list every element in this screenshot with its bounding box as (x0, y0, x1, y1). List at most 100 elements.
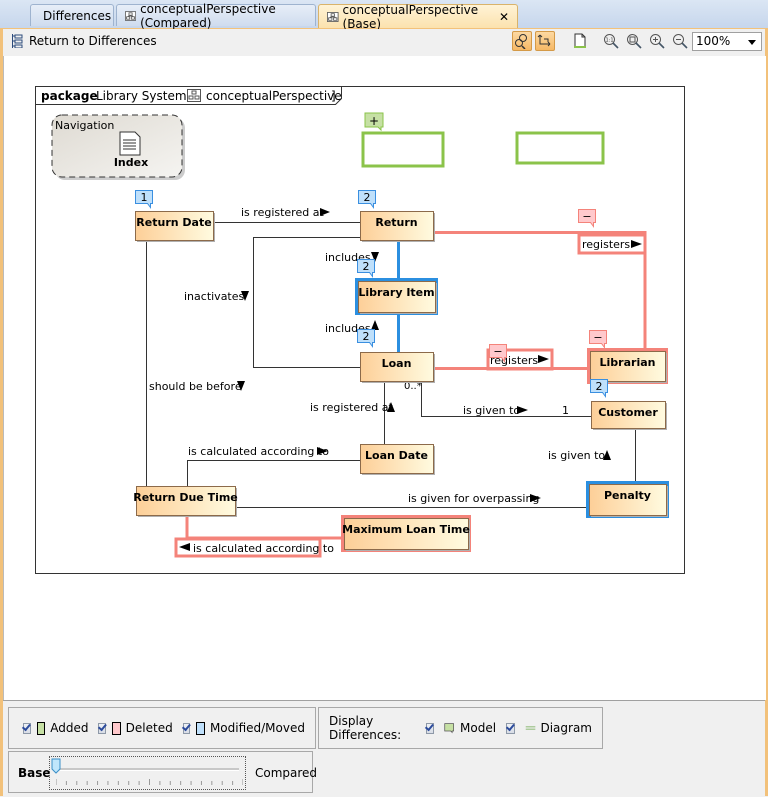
diagram-toolbar: Return to Differences 1:1 100% (3, 29, 765, 55)
class-maximum-loan-time[interactable]: Maximum Loan Time (342, 518, 470, 552)
class-return-due-time[interactable]: Return Due Time (133, 486, 238, 518)
direction-arrow-icon (371, 320, 379, 330)
diagram-checkbox[interactable] (506, 722, 515, 734)
display-differences-label: Display Differences: (329, 714, 402, 742)
tab-compared[interactable]: conceptualPerspective (Compared) (116, 2, 316, 30)
class-return[interactable]: Return (360, 211, 436, 243)
slider-thumb[interactable] (51, 758, 61, 774)
count-marker[interactable]: 1 (135, 190, 153, 209)
svg-text:−: − (582, 210, 591, 223)
tab-base[interactable]: conceptualPerspective (Base) ✕ (318, 2, 518, 31)
assoc-label: inactivates (184, 290, 245, 303)
class-name: Penalty (604, 489, 651, 502)
count-marker[interactable]: 2 (357, 259, 375, 278)
added-label: Added (50, 721, 89, 735)
direction-arrow-icon (603, 450, 611, 460)
assoc-label: is calculated according to (193, 542, 334, 555)
version-slider-group: Base Compared (8, 751, 317, 793)
multiplicity: 1 (562, 404, 569, 417)
class-loan-date[interactable]: Loan Date (360, 444, 436, 476)
frame-border-left (0, 28, 3, 796)
close-tab-icon[interactable]: ✕ (498, 9, 509, 24)
class-name: Customer (598, 406, 658, 419)
class-name: Library Item (358, 286, 434, 299)
svg-text:2: 2 (363, 330, 370, 343)
class-penalty[interactable]: Penalty (589, 484, 669, 518)
deleted-marker[interactable]: − (589, 330, 607, 349)
svg-text:+: + (369, 114, 379, 128)
navigation-index-link[interactable]: Index (114, 156, 148, 169)
return-to-differences-button[interactable]: Return to Differences (11, 34, 157, 48)
chevron-down-icon (748, 40, 756, 45)
added-shape[interactable] (515, 131, 605, 165)
editor-tab-bar: Differences conceptualPerspective (Compa… (0, 0, 768, 31)
deleted-marker[interactable]: − (489, 344, 507, 363)
class-librarian[interactable]: Librarian (590, 351, 668, 384)
class-name: Return (375, 216, 417, 229)
count-marker[interactable]: 2 (590, 379, 608, 398)
tab-label: Differences (43, 8, 112, 23)
legend-group: Added Deleted Modified/Moved (8, 707, 316, 749)
zoom-fit-button[interactable] (624, 31, 644, 51)
frame-diagram-name: conceptualPerspective (206, 89, 342, 103)
diagram-icon (327, 11, 339, 22)
association-labels: is registered at registers includes inac… (149, 206, 647, 558)
deleted-label-box (174, 537, 322, 558)
difference-markers: 1 2 2 2 2 − − − (135, 190, 608, 398)
direction-arrow-icon (317, 447, 328, 455)
assoc-label: is registered at (310, 401, 393, 414)
zoom-level-select[interactable]: 100% (692, 32, 762, 51)
model-checkbox[interactable] (425, 722, 435, 734)
class-name: Return Date (136, 216, 211, 229)
class-library-item[interactable]: Library Item (358, 281, 437, 315)
diagram-canvas[interactable]: package Library System [ conceptualPersp… (3, 56, 766, 700)
direction-arrow-icon (387, 402, 395, 412)
deleted-marker[interactable]: − (578, 209, 596, 228)
pan-button[interactable] (535, 31, 555, 51)
tab-label: conceptualPerspective (Compared) (140, 1, 276, 30)
compared-label: Compared (255, 766, 318, 780)
svg-text:2: 2 (364, 191, 371, 204)
frame-name: Library System [ (96, 89, 195, 103)
diagram-line-icon (525, 726, 535, 730)
svg-text:1:1: 1:1 (605, 38, 613, 44)
deleted-label: Deleted (125, 721, 173, 735)
zoom-in-button[interactable] (647, 31, 667, 51)
version-slider[interactable] (49, 756, 246, 790)
export-button[interactable] (570, 31, 590, 51)
added-checkbox[interactable] (23, 722, 31, 734)
navigate-icon (515, 34, 527, 49)
navigation-panel[interactable]: Navigation Index (51, 114, 185, 180)
display-differences-group: Display Differences: Model Diagram (318, 707, 603, 749)
zoom-in-icon (650, 34, 665, 49)
navigate-button[interactable] (512, 31, 532, 51)
tab-label: conceptualPerspective (Base) (342, 2, 479, 31)
class-return-date[interactable]: Return Date (135, 211, 216, 243)
added-shape[interactable] (361, 131, 445, 168)
zoom-out-icon (673, 34, 688, 49)
modified-checkbox[interactable] (182, 722, 191, 734)
tab-differences[interactable]: Differences (30, 4, 114, 26)
frame-border-right (765, 28, 768, 796)
class-name: Loan (382, 357, 412, 370)
assoc-label: is given to (463, 404, 520, 417)
class-customer[interactable]: Customer (591, 401, 668, 431)
model-label: Model (460, 721, 497, 735)
count-marker[interactable]: 2 (358, 190, 376, 209)
assoc-label: is calculated according to (188, 445, 329, 458)
zoom-actual-button[interactable]: 1:1 (601, 31, 621, 51)
zoom-fit-icon (627, 34, 642, 49)
pan-icon (537, 34, 551, 47)
class-diagram: package Library System [ conceptualPersp… (35, 86, 685, 574)
class-loan[interactable]: Loan (360, 352, 436, 384)
class-name: Return Due Time (133, 491, 238, 504)
deleted-label-box (486, 348, 554, 371)
assoc-label: is registered at (241, 206, 324, 219)
deleted-checkbox[interactable] (98, 722, 106, 734)
deleted-label-box (577, 233, 647, 255)
svg-text:2: 2 (363, 260, 370, 273)
count-marker[interactable]: 2 (357, 329, 375, 348)
assoc-label: is given for overpassing (408, 492, 539, 505)
navigation-title: Navigation (55, 119, 114, 132)
zoom-out-button[interactable] (670, 31, 690, 51)
